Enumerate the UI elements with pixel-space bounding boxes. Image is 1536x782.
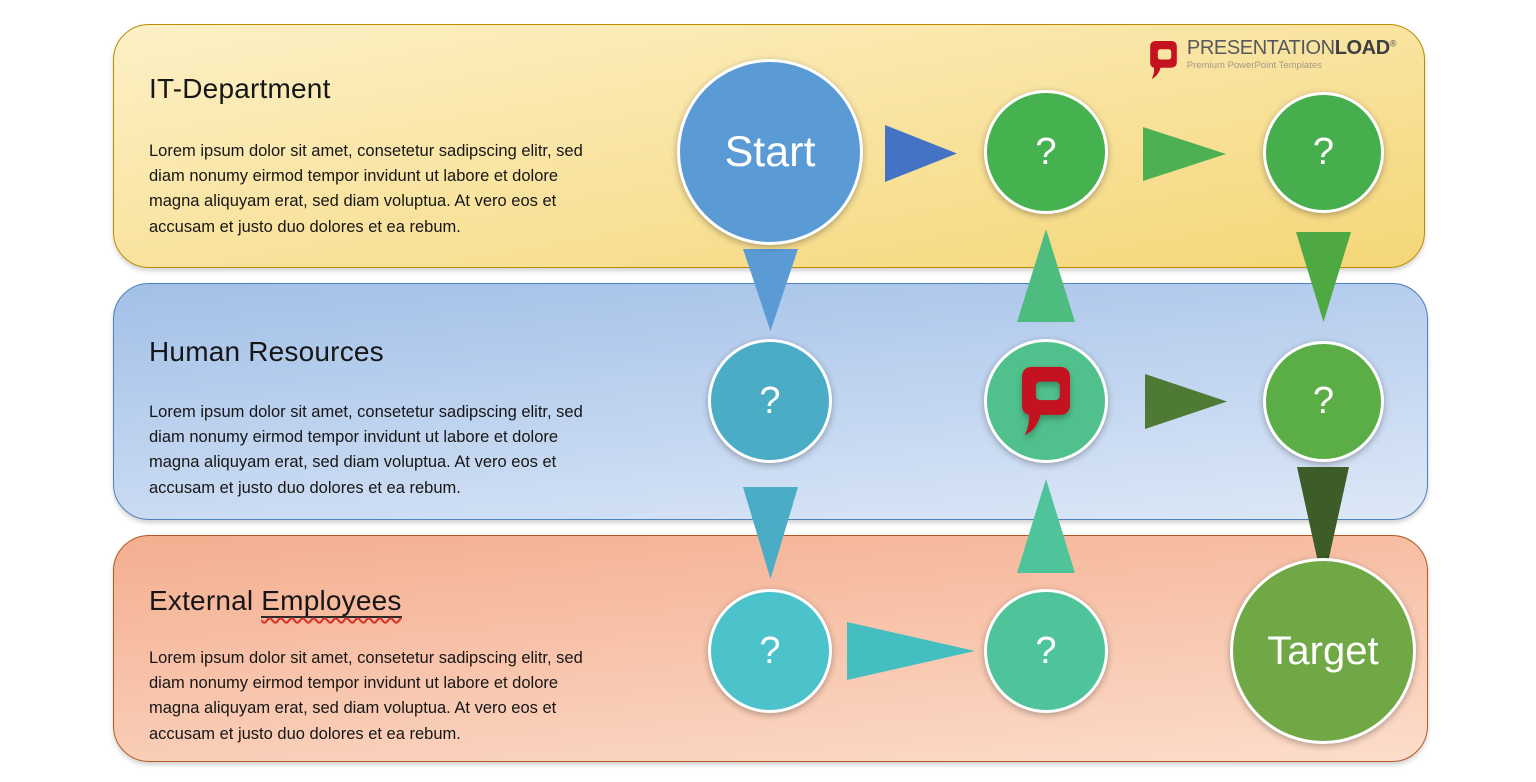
node-hr-question-2-label: ? — [1312, 380, 1335, 422]
logo-text: PRESENTATIONLOAD® Premium PowerPoint Tem… — [1186, 37, 1397, 71]
node-start-label: Start — [724, 127, 816, 176]
presentationload-logo: PRESENTATIONLOAD® Premium PowerPoint Tem… — [1149, 37, 1396, 80]
node-target: Target — [1230, 558, 1416, 744]
band-body-human-resources: Lorem ipsum dolor sit amet, consetetur s… — [149, 403, 583, 497]
band-title-it-department: IT-Department — [149, 73, 331, 104]
node-hr-logo — [984, 339, 1108, 463]
node-ext-question-2-label: ? — [1035, 629, 1057, 672]
band-title-employees-part: Employees — [261, 585, 402, 618]
logo-brand: PRESENTATIONLOAD® — [1186, 37, 1397, 59]
node-it-question-2-label: ? — [1312, 131, 1335, 173]
node-ext-question-2: ? — [984, 589, 1108, 713]
node-ext-question-1-label: ? — [759, 629, 781, 672]
node-start: Start — [677, 59, 863, 245]
presentationload-p-icon — [1022, 366, 1070, 436]
band-title-human-resources: Human Resources — [149, 336, 384, 367]
logo-registered-mark: ® — [1389, 38, 1397, 49]
node-it-question-1: ? — [984, 90, 1108, 214]
node-target-label: Target — [1267, 628, 1379, 673]
logo-tagline: Premium PowerPoint Templates — [1186, 60, 1322, 71]
band-body-it-department: Lorem ipsum dolor sit amet, consetetur s… — [149, 142, 583, 236]
presentationload-p-icon — [1150, 41, 1177, 79]
node-hr-question-1-label: ? — [759, 379, 781, 422]
node-it-question-2: ? — [1263, 92, 1384, 213]
band-title-external-employees: External Employees — [149, 585, 402, 618]
logo-brand-first: PRESENTATION — [1186, 37, 1335, 59]
band-title-external-part: External — [149, 585, 262, 616]
node-hr-question-2: ? — [1263, 341, 1384, 462]
node-ext-question-1: ? — [708, 589, 832, 713]
node-it-question-1-label: ? — [1035, 130, 1057, 173]
logo-brand-second: LOAD — [1334, 37, 1390, 59]
node-hr-question-1: ? — [708, 339, 832, 463]
band-body-external-employees: Lorem ipsum dolor sit amet, consetetur s… — [149, 649, 583, 743]
spellcheck-squiggle: Employees — [261, 585, 402, 618]
